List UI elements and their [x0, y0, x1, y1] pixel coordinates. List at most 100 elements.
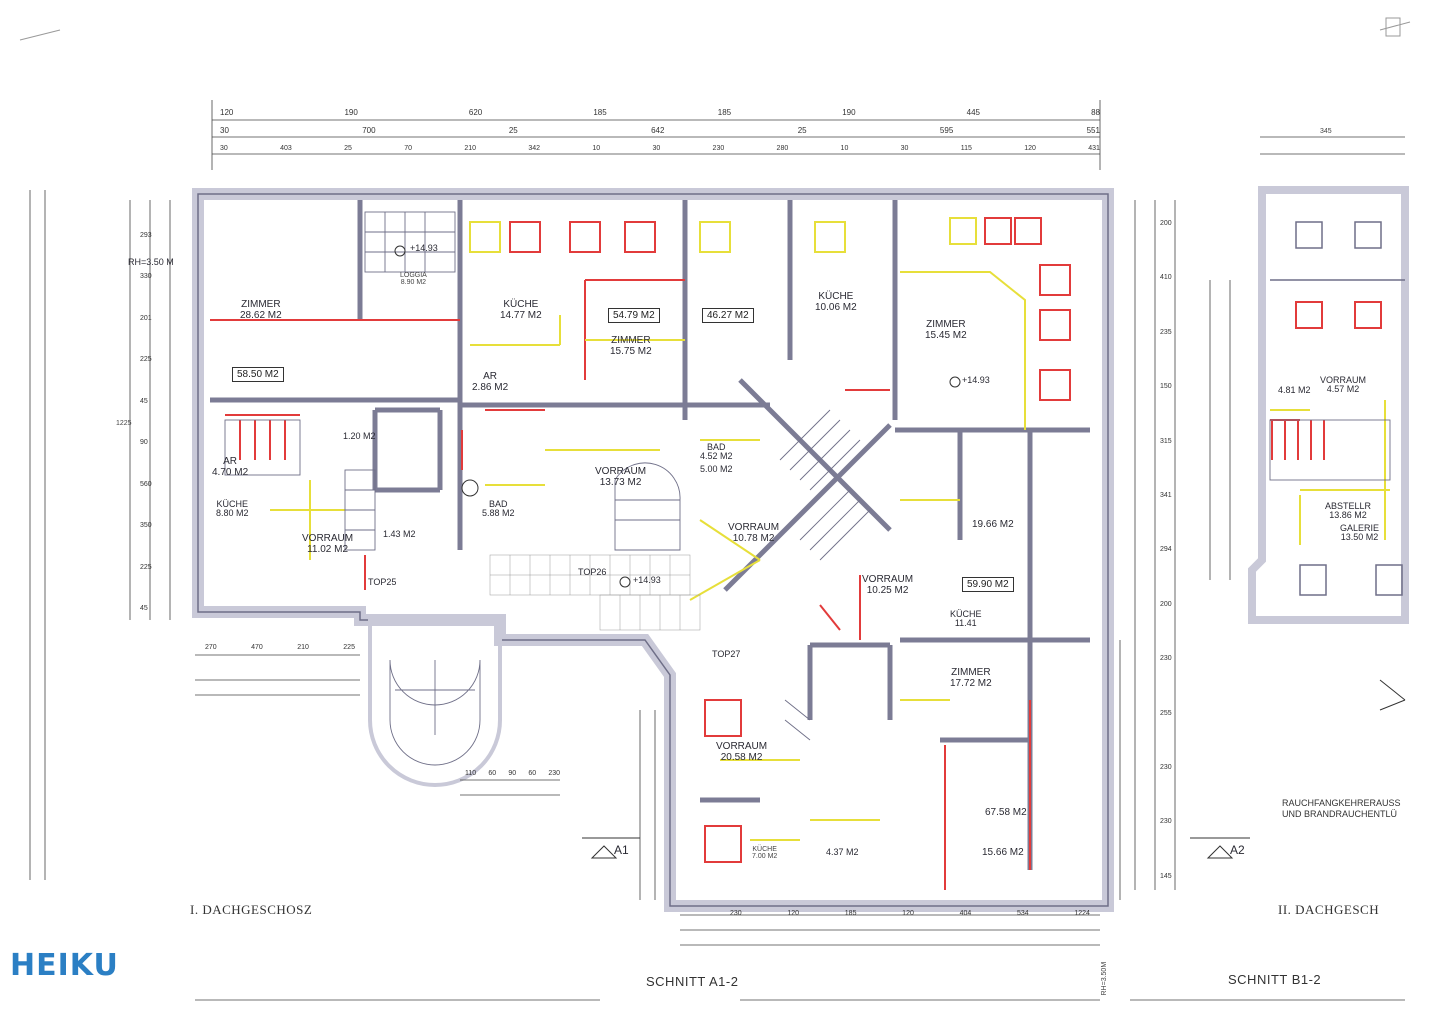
- room-name: VORRAUM: [728, 522, 780, 533]
- level-marker-3: +14.93: [410, 243, 438, 253]
- room-vorraum-3: VORRAUM 10.78 M2: [728, 522, 780, 544]
- staircases: [224, 211, 1391, 787]
- room-wc-2: 1.43 M2: [383, 529, 416, 539]
- dim: 30: [220, 126, 229, 135]
- brand-logo: HEIKU: [10, 948, 119, 983]
- room-name: ZIMMER: [611, 335, 651, 346]
- room-name: GALERIE: [1340, 523, 1380, 533]
- red-markings: [210, 217, 1382, 890]
- room-zimmer-6: 67.58 M2: [985, 807, 1027, 819]
- top-dimensions-row2: 30 700 25 642 25 595 551: [220, 126, 1100, 135]
- section-marker-a1: A1: [614, 843, 629, 857]
- dim: 431: [1088, 145, 1100, 152]
- level-marker-2: +14.93: [633, 575, 661, 585]
- room-bad-2: BAD 4.52 M2: [700, 442, 733, 462]
- dim: 230: [1160, 655, 1172, 663]
- dim: 551: [1086, 126, 1100, 135]
- room-zimmer-2: ZIMMER 15.75 M2: [610, 335, 652, 357]
- room-bad-3: 4.37 M2: [826, 847, 859, 857]
- room-vorraum-1: VORRAUM 11.02 M2: [302, 533, 353, 555]
- room-name: BAD: [707, 442, 726, 452]
- room-area: 67.58 M2: [985, 807, 1027, 818]
- room-name: AR: [483, 371, 498, 382]
- dim: 341: [1160, 492, 1172, 500]
- room-vorraum-2: VORRAUM 13.73 M2: [595, 466, 647, 488]
- bottom-stair-dimensions: 110 60 90 60 230: [465, 770, 560, 777]
- room-area: 4.70 M2: [212, 466, 249, 478]
- room-name: VORRAUM: [1320, 375, 1367, 385]
- dim: 280: [776, 145, 789, 152]
- dim: 410: [1160, 274, 1172, 282]
- room-name: VORRAUM: [595, 466, 647, 477]
- dim: 404: [959, 910, 972, 917]
- section-a-label: SCHNITT A1-2: [646, 974, 739, 989]
- yellow-markings: [270, 217, 1390, 841]
- dim: 255: [1160, 709, 1172, 717]
- corridor-grid: [489, 554, 701, 631]
- room-ar-1: AR 2.86 M2: [472, 371, 509, 393]
- bottom-dimension-lines: [195, 640, 1405, 1001]
- top25-label: TOP25: [368, 577, 397, 587]
- room-area: 8.80 M2: [216, 508, 249, 519]
- dim: 60: [528, 770, 537, 777]
- room-vorraum-4: VORRAUM 10.25 M2: [862, 574, 913, 596]
- room-area: 28.62 M2: [240, 309, 282, 321]
- dim: 1224: [1074, 910, 1090, 917]
- room-area: 15.45 M2: [925, 329, 967, 341]
- dim: 120: [902, 910, 914, 917]
- dim: 145: [1160, 872, 1172, 880]
- left-dimensions: 293 330 201 225 45 90 560 350 225 45: [140, 232, 152, 612]
- chimney-note-line2: UND BRANDRAUCHENTLÜ: [1282, 808, 1398, 819]
- r2-top-dimension: 345: [1320, 128, 1332, 135]
- room-area: 13.73 M2: [599, 476, 642, 488]
- top-dimension-lines: [211, 100, 1405, 170]
- room-name: ZIMMER: [926, 319, 966, 330]
- dim: 45: [140, 604, 148, 612]
- room-bad-1: BAD 5.88 M2: [482, 499, 515, 519]
- dim: 270: [205, 644, 217, 651]
- room-zimmer-6b: 15.66 M2: [982, 847, 1024, 859]
- dim: 200: [1160, 600, 1172, 608]
- room-name: VORRAUM: [716, 741, 768, 752]
- room-name: KÜCHE: [503, 299, 539, 310]
- dim: 25: [508, 126, 518, 135]
- dim: 700: [362, 126, 376, 135]
- dim: 190: [344, 108, 358, 117]
- room-area: 4.81 M2: [1278, 385, 1311, 395]
- dim: 185: [717, 108, 732, 117]
- dim: 120: [220, 108, 234, 117]
- bottom-right-dimensions: 230 120 185 120 404 534 1224: [730, 910, 1090, 917]
- apartment-area-top26b: 46.27 M2: [702, 308, 754, 323]
- dim: 230: [712, 145, 725, 152]
- room-area: 4.57 M2: [1326, 384, 1360, 395]
- dim: 115: [960, 145, 972, 152]
- room-area: 14.77 M2: [500, 309, 542, 321]
- room-r2-a: 4.81 M2: [1278, 385, 1311, 395]
- room-area: 2.86 M2: [472, 381, 509, 393]
- dim: 10: [592, 145, 601, 152]
- room-area: 19.66 M2: [972, 519, 1014, 530]
- room-kueche-4: KÜCHE 11.41: [950, 609, 982, 629]
- right-dimensions: 200 410 235 150 315 341 294 200 230 255 …: [1160, 220, 1172, 880]
- top26-label: TOP26: [578, 567, 607, 577]
- section-marker-a2: A2: [1230, 843, 1245, 857]
- level-marker-1: +14.93: [962, 375, 990, 385]
- dim: 342: [528, 145, 541, 152]
- room-kueche-3: KÜCHE 8.80 M2: [216, 499, 249, 519]
- room-bad-2b: 5.00 M2: [700, 464, 733, 474]
- room-zimmer-1: ZIMMER 28.62 M2: [240, 299, 282, 321]
- room-wc-1: 1.20 M2: [343, 431, 376, 441]
- room-name: KÜCHE: [216, 499, 249, 509]
- room-area: 8.90 M2: [400, 279, 427, 287]
- dim: 200: [1160, 220, 1172, 227]
- apartment-area-top26a: 54.79 M2: [608, 308, 660, 323]
- paper-edge-marks: [19, 17, 1411, 41]
- room-area: 5.00 M2: [700, 464, 733, 474]
- dim: 350: [140, 522, 152, 530]
- dim: 595: [939, 126, 954, 135]
- dim: 235: [1160, 328, 1172, 336]
- inner-walls: [210, 200, 1090, 870]
- dim: 620: [468, 108, 483, 117]
- dim: 150: [1160, 383, 1172, 391]
- dim: 230: [1160, 764, 1172, 772]
